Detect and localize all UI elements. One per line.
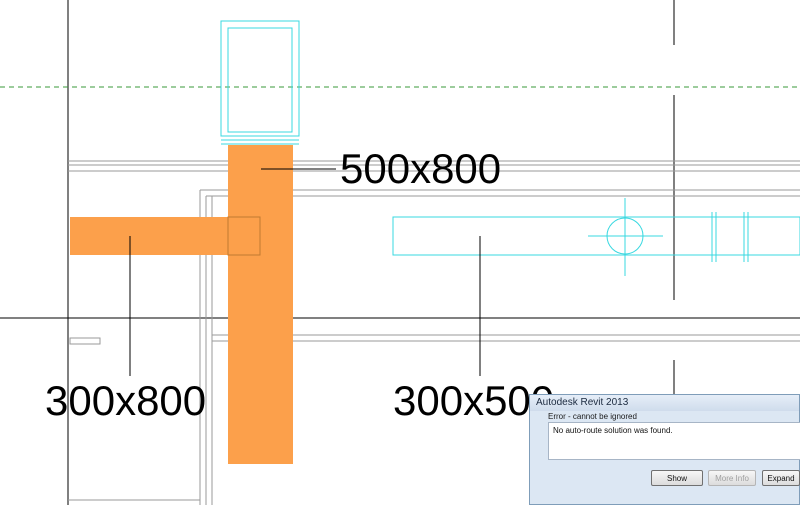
error-dialog: Autodesk Revit 2013 Error - cannot be ig… <box>529 394 800 505</box>
show-button[interactable]: Show <box>651 470 703 486</box>
dimension-label-right-duct: 300x500 <box>393 377 555 424</box>
dialog-title: Autodesk Revit 2013 <box>530 395 799 411</box>
dialog-heading: Error - cannot be ignored <box>548 412 637 421</box>
more-info-button[interactable]: More Info <box>708 470 756 486</box>
duct-junction <box>227 216 261 256</box>
dimension-label-left-duct: 300x800 <box>45 377 207 424</box>
duct-vertical[interactable] <box>228 145 293 464</box>
beam-lines <box>68 160 800 505</box>
dialog-message: No auto-route solution was found. <box>548 422 800 460</box>
duct-right-outline[interactable] <box>392 198 800 276</box>
dimension-label-top-duct: 500x800 <box>340 145 502 192</box>
leader-lines <box>129 168 481 376</box>
equipment-outline[interactable] <box>220 20 300 145</box>
expand-button[interactable]: Expand <box>762 470 800 486</box>
